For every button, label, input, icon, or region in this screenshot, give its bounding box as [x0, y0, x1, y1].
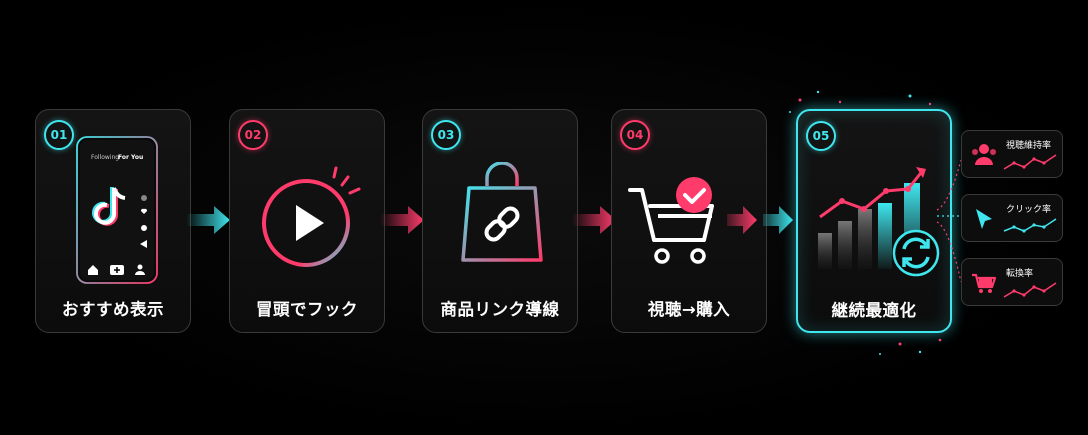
sparkline-icon [1003, 282, 1057, 298]
step-label: 商品リンク導線 [440, 300, 560, 319]
step-card-4: 04 視聴→購入 [611, 109, 767, 333]
step-number-badge: 04 [620, 120, 650, 150]
step-label: 継続最適化 [831, 301, 917, 320]
users-icon [972, 144, 996, 165]
metric-connectors [936, 159, 962, 283]
phone-tab-for-you: For You [118, 154, 144, 161]
metric-label: 転換率 [1006, 269, 1034, 279]
sparkle-dots [789, 90, 942, 355]
phone-tab-following: Following [91, 154, 120, 161]
cart-icon [972, 273, 997, 293]
metric-card-conversion: 転換率 [961, 258, 1063, 306]
flow-arrow-icon [380, 206, 424, 234]
step-card-2: 02 冒頭でフック [229, 109, 385, 333]
step-card-5: 05 継続最適化 [796, 109, 952, 333]
cursor-icon [976, 209, 992, 229]
step-number-badge: 03 [431, 120, 461, 150]
phone-icon [76, 136, 158, 284]
flow-arrow-icon [572, 206, 616, 234]
step-label: おすすめ表示 [62, 300, 164, 319]
play-icon [262, 166, 361, 267]
step-label: 視聴→購入 [647, 300, 731, 319]
flow-arrow-icon [186, 206, 230, 234]
metric-card-click: クリック率 [961, 194, 1063, 242]
sparkline-icon [1003, 218, 1057, 233]
step-number-badge: 01 [44, 120, 74, 150]
growth-chart-icon [818, 167, 940, 277]
metric-label: クリック率 [1006, 205, 1052, 215]
step-card-3: 03 商品リンク導線 [422, 109, 578, 333]
shopping-bag-link-icon [461, 162, 543, 262]
metric-label: 視聴維持率 [1006, 141, 1052, 151]
step-card-1: 01 Following For You [35, 109, 191, 333]
cart-check-icon [628, 177, 714, 264]
metric-card-retention: 視聴維持率 [961, 130, 1063, 178]
step-label: 冒頭でフック [256, 300, 358, 319]
step-number-badge: 02 [238, 120, 268, 150]
sparkline-icon [1003, 154, 1057, 170]
step-number-badge: 05 [806, 121, 836, 151]
flow-arrow-icon [727, 206, 793, 234]
